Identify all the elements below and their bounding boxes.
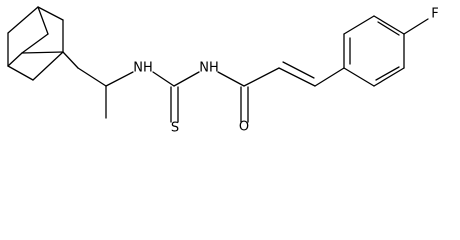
nh-right-label: NH: [199, 61, 219, 76]
adamantyl-group: [7, 6, 79, 81]
bond-ch-nh: [105, 71, 134, 87]
fluorine-label: F: [431, 7, 438, 22]
bond-carbonyl-vinyl: [243, 67, 280, 87]
molecule-structure: NH NH S O F: [7, 6, 439, 136]
oxygen-label: O: [239, 120, 249, 135]
structure-canvas: NH NH S O F: [7, 6, 439, 136]
bond-ring: [343, 67, 375, 87]
bond-adamantyl-ch: [77, 67, 107, 87]
bond-adamantane: [21, 51, 64, 54]
bond-vinyl-double: [282, 61, 315, 79]
sulfur-label: S: [171, 121, 179, 136]
bond-adamantane: [62, 51, 79, 69]
bond-nh-thiocarbonyl: [152, 71, 175, 87]
bond-ring: [373, 15, 405, 35]
bond-adamantane: [37, 6, 64, 21]
nh-left-label: NH: [133, 61, 153, 76]
bond-adamantane: [7, 65, 34, 81]
bond-ring-inner: [375, 66, 400, 81]
bond-adamantane: [32, 51, 64, 81]
bond-adamantane: [37, 6, 49, 35]
bond-adamantane: [21, 33, 49, 54]
bond-thiocarbonyl-nh: [173, 71, 200, 87]
bond-vinyl-double: [278, 67, 316, 87]
bond-ring-inner: [377, 21, 400, 36]
bond-ring: [373, 67, 405, 87]
bond-adamantane: [7, 6, 39, 34]
bond-ring-fluorine: [403, 18, 429, 35]
bond-vinyl-phenyl: [314, 67, 345, 87]
bond-adamantane: [7, 52, 23, 67]
bond-nh-carbonyl: [217, 71, 245, 87]
fluorophenyl-ring: [343, 15, 405, 87]
bond-ring: [343, 15, 375, 35]
